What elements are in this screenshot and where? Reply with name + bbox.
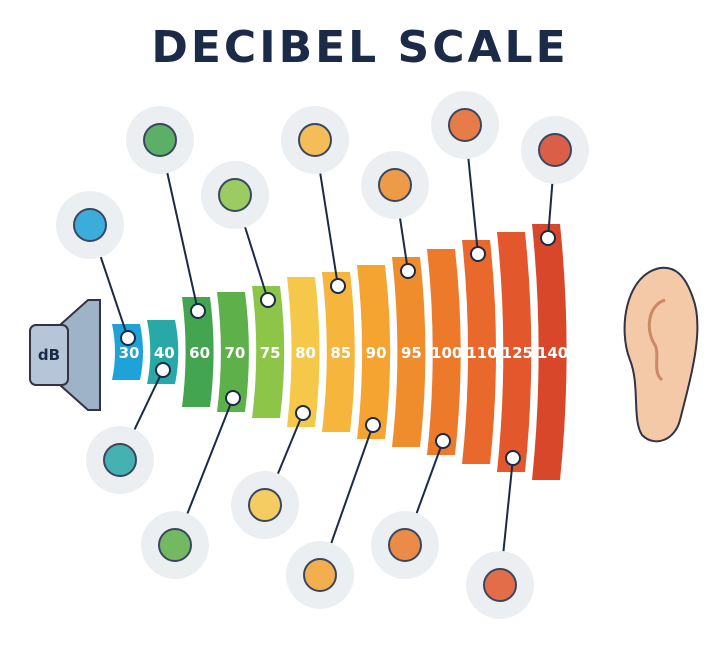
speaker-icon: dB <box>29 299 101 411</box>
hair-dryer-icon <box>361 151 429 219</box>
bar-label-30: 30 <box>119 344 140 362</box>
bar-label-85: 85 <box>330 344 351 362</box>
nose-icon <box>86 426 154 494</box>
connector-dot-60 <box>190 303 206 319</box>
two-people-talking-icon <box>281 106 349 174</box>
whisper-hand-icon <box>56 191 124 259</box>
bar-label-40: 40 <box>154 344 175 362</box>
connector-dot-80 <box>295 405 311 421</box>
bar-140 <box>532 224 567 480</box>
rocket-icon <box>521 116 589 184</box>
bar-100 <box>427 249 461 455</box>
bar-80 <box>287 277 320 427</box>
bar-label-140: 140 <box>537 344 568 362</box>
car-icon <box>286 541 354 609</box>
bar-label-110: 110 <box>466 344 497 362</box>
connector-dot-110 <box>470 246 486 262</box>
bar-125 <box>497 232 532 472</box>
connector-dot-95 <box>400 263 416 279</box>
bar-110 <box>462 240 496 464</box>
bar-label-60: 60 <box>189 344 210 362</box>
bar-label-90: 90 <box>366 344 387 362</box>
laughing-mouth-icon <box>141 511 209 579</box>
bar-label-125: 125 <box>502 344 533 362</box>
page-title: DECIBEL SCALE <box>151 22 569 73</box>
bar-90 <box>357 265 391 439</box>
bar-label-80: 80 <box>295 344 316 362</box>
connector-dot-85 <box>330 278 346 294</box>
ear-icon <box>623 266 699 443</box>
trumpet-icon <box>431 91 499 159</box>
bar-95 <box>392 257 426 447</box>
bar-60 <box>182 297 214 407</box>
train-icon <box>371 511 439 579</box>
bar-label-75: 75 <box>260 344 281 362</box>
bar-85 <box>322 272 355 432</box>
bar-75 <box>252 286 285 418</box>
tree-branch-icon <box>126 106 194 174</box>
connector-dot-140 <box>540 230 556 246</box>
connector-dot-100 <box>435 433 451 449</box>
connector-dot-90 <box>365 417 381 433</box>
connector-dot-70 <box>225 390 241 406</box>
unit-label: dB <box>38 346 60 364</box>
siren-icon <box>466 551 534 619</box>
storm-cloud-icon <box>231 471 299 539</box>
bar-label-95: 95 <box>401 344 422 362</box>
bar-label-100: 100 <box>431 344 462 362</box>
bar-70 <box>217 292 249 412</box>
connector-dot-75 <box>260 292 276 308</box>
source-icons <box>56 91 589 619</box>
washing-machine-icon <box>201 161 269 229</box>
connector-dot-125 <box>505 450 521 466</box>
bar-label-70: 70 <box>224 344 245 362</box>
connector-dot-30 <box>120 330 136 346</box>
connector-dot-40 <box>155 362 171 378</box>
